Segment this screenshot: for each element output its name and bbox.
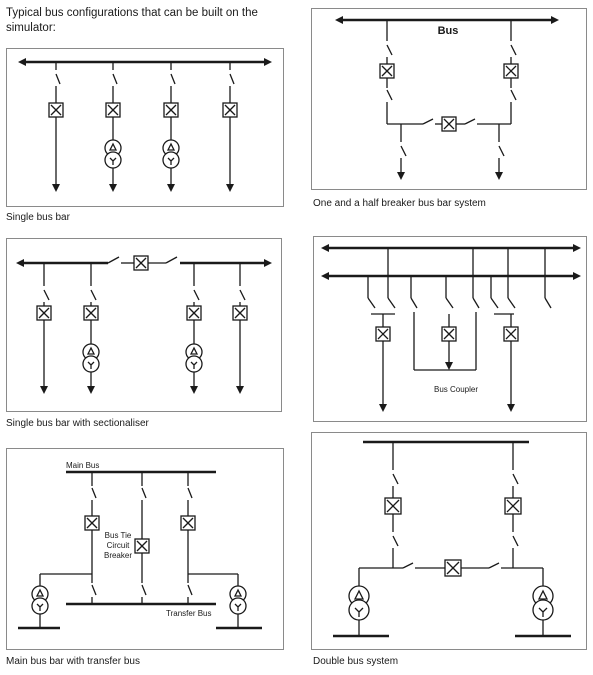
diagram-main-and-transfer-bus: Main Bus Transfer Bus Bus Tie Circuit Br… <box>6 448 284 650</box>
busbar-upper <box>321 244 581 252</box>
caption-main-and-transfer-bus: Main bus bar with transfer bus <box>6 656 140 667</box>
feeder <box>232 263 248 394</box>
arrow-down-icon <box>397 172 405 180</box>
arrow-down-icon <box>109 184 117 192</box>
circuit-breaker-icon <box>504 497 522 515</box>
arrow-down-icon <box>236 386 244 394</box>
bus-tie-label: Circuit <box>107 541 130 550</box>
transformer-icon <box>104 139 122 169</box>
arrow-down-icon <box>226 184 234 192</box>
transfer-bus-label: Transfer Bus <box>166 609 212 618</box>
arrow-down-icon <box>495 172 503 180</box>
caption-single-bus-sectionaliser: Single bus bar with sectionaliser <box>6 418 149 429</box>
diagram-frame <box>6 448 284 650</box>
diagram-frame <box>6 48 284 207</box>
feeder-transformer <box>185 263 203 394</box>
arrow-down-icon <box>40 386 48 394</box>
transformer-icon <box>532 585 554 621</box>
circuit-breaker-icon <box>222 102 238 118</box>
bus-coupler-label: Bus Coupler <box>434 385 478 394</box>
arrow-down-icon <box>507 404 515 412</box>
feeder <box>36 263 52 394</box>
feeder <box>222 62 238 192</box>
caption-double-bus-system: Double bus system <box>313 656 399 667</box>
diagram-one-and-a-half-breaker: Bus <box>311 8 587 190</box>
diagram-bus-coupler: Bus Coupler <box>313 236 587 422</box>
arrow-down-icon <box>167 184 175 192</box>
circuit-breaker-icon <box>441 116 457 132</box>
circuit-breaker-icon <box>444 559 462 577</box>
circuit-breaker-icon <box>503 63 519 79</box>
circuit-breaker-icon <box>232 305 248 321</box>
circuit-breaker-icon <box>186 305 202 321</box>
transformer-icon <box>162 139 180 169</box>
main-bus-label: Main Bus <box>66 461 99 470</box>
transformer-icon <box>229 585 247 615</box>
circuit-breaker-icon <box>48 102 64 118</box>
page-heading: Typical bus configurations that can be b… <box>6 7 258 34</box>
diagram-frame <box>311 8 587 190</box>
busbar <box>335 16 559 24</box>
transformer-icon <box>31 585 49 615</box>
feeder-transformer <box>82 263 100 394</box>
circuit-breaker-icon <box>441 326 457 342</box>
arrow-down-icon <box>52 184 60 192</box>
feeder <box>48 62 64 192</box>
busbar-left <box>16 259 108 267</box>
busbar-lower <box>321 272 581 280</box>
circuit-breaker-icon <box>379 63 395 79</box>
arrow-down-icon <box>87 386 95 394</box>
circuit-breaker-icon <box>134 538 150 554</box>
busbar <box>18 58 272 66</box>
circuit-breaker-icon <box>36 305 52 321</box>
bus-label: Bus <box>438 25 459 37</box>
arrow-down-icon <box>379 404 387 412</box>
caption-one-and-a-half-breaker: One and a half breaker bus bar system <box>313 198 486 209</box>
feeder-transformer <box>162 62 180 192</box>
arrow-down-icon <box>190 386 198 394</box>
circuit-breaker-icon <box>163 102 179 118</box>
circuit-breaker-icon <box>180 515 196 531</box>
diagram-single-bus-bar <box>6 48 284 207</box>
arrow-down-icon <box>445 362 453 370</box>
caption-single-bus-bar: Single bus bar <box>6 212 70 223</box>
transformer-icon <box>348 585 370 621</box>
circuit-breaker-icon <box>84 515 100 531</box>
circuit-breaker-icon <box>133 255 149 271</box>
busbar-right <box>180 259 272 267</box>
transformer-icon <box>185 343 203 373</box>
circuit-breaker-icon <box>384 497 402 515</box>
circuit-breaker-icon <box>375 326 391 342</box>
transformer-icon <box>82 343 100 373</box>
bus-tie-label: Bus Tie <box>105 531 132 540</box>
bus-tie-label: Breaker <box>104 551 132 560</box>
feeder-transformer <box>104 62 122 192</box>
circuit-breaker-icon <box>503 326 519 342</box>
circuit-breaker-icon <box>83 305 99 321</box>
diagram-single-bus-sectionaliser <box>6 238 282 412</box>
diagram-double-bus-system <box>311 432 587 650</box>
circuit-breaker-icon <box>105 102 121 118</box>
